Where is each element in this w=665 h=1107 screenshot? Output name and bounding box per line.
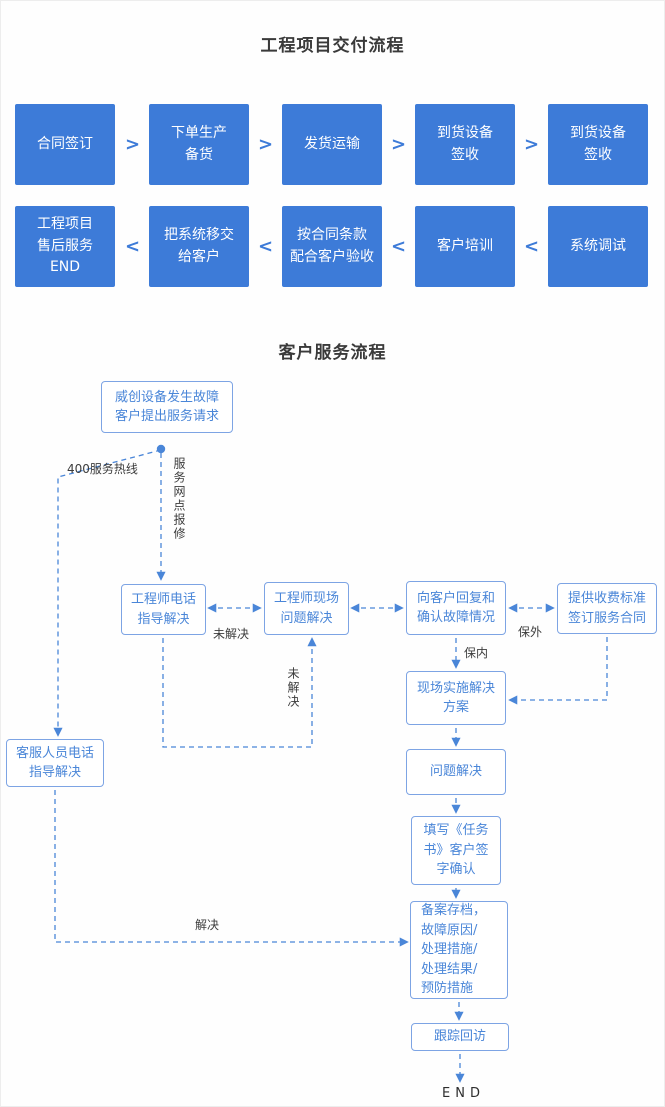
- node-engineer-phone: 工程师电话 指导解决: [121, 584, 206, 635]
- delivery-step-aftersales-end: 工程项目 售后服务 END: [15, 206, 115, 287]
- delivery-step-shipping: 发货运输: [282, 104, 382, 185]
- delivery-step-production: 下单生产 备货: [149, 104, 249, 185]
- delivery-step-receipt-1: 到货设备 签收: [415, 104, 515, 185]
- node-paid-contract: 提供收费标准 签订服务合同: [557, 583, 657, 634]
- label-network-repair: 服务网点报修: [172, 457, 186, 541]
- delivery-step-debug: 系统调试: [548, 206, 648, 287]
- chevron-left-icon: <: [125, 236, 141, 257]
- delivery-title: 工程项目交付流程: [260, 36, 405, 56]
- label-out-warranty: 保外: [518, 625, 543, 639]
- node-cs-phone: 客服人员电话 指导解决: [6, 739, 104, 787]
- connector-contract-plan: [508, 637, 608, 705]
- chevron-right-icon: >: [391, 134, 407, 155]
- chevron-left-icon: <: [258, 236, 274, 257]
- node-service-start: 威创设备发生故障 客户提出服务请求: [101, 381, 233, 433]
- chevron-left-icon: <: [524, 236, 540, 257]
- junction-dot: [156, 444, 166, 454]
- chevron-right-icon: >: [125, 134, 141, 155]
- node-archive: 备案存档， 故障原因/ 处理措施/ 处理结果/ 预防措施: [410, 901, 508, 999]
- node-onsite-plan: 现场实施解决 方案: [406, 671, 506, 725]
- chevron-right-icon: >: [258, 134, 274, 155]
- chevron-left-icon: <: [391, 236, 407, 257]
- chevron-right-icon: >: [524, 134, 540, 155]
- delivery-step-contract: 合同签订: [15, 104, 115, 185]
- label-solved: 解决: [195, 918, 220, 932]
- node-problem-solved: 问题解决: [406, 749, 506, 795]
- label-unresolved-1: 未解决: [213, 627, 250, 641]
- node-follow-up: 跟踪回访: [411, 1023, 509, 1051]
- node-task-book: 填写《任务 书》客户签 字确认: [411, 816, 501, 885]
- delivery-step-acceptance: 按合同条款 配合客户验收: [282, 206, 382, 287]
- label-unresolved-2: 未解决: [286, 667, 300, 709]
- delivery-step-handover: 把系统移交 给客户: [149, 206, 249, 287]
- node-reply-confirm: 向客户回复和 确认故障情况: [406, 581, 506, 635]
- connector-cs-solved-archive: [54, 790, 409, 947]
- service-title: 客户服务流程: [278, 343, 387, 363]
- delivery-step-training: 客户培训: [415, 206, 515, 287]
- label-in-warranty: 保内: [464, 646, 489, 660]
- node-engineer-onsite: 工程师现场 问题解决: [264, 582, 349, 635]
- delivery-step-receipt-2: 到货设备 签收: [548, 104, 648, 185]
- label-hotline: 400服务热线: [67, 462, 138, 476]
- connector-phone-unresolved-onsite: [162, 637, 317, 748]
- label-end: END: [442, 1086, 485, 1101]
